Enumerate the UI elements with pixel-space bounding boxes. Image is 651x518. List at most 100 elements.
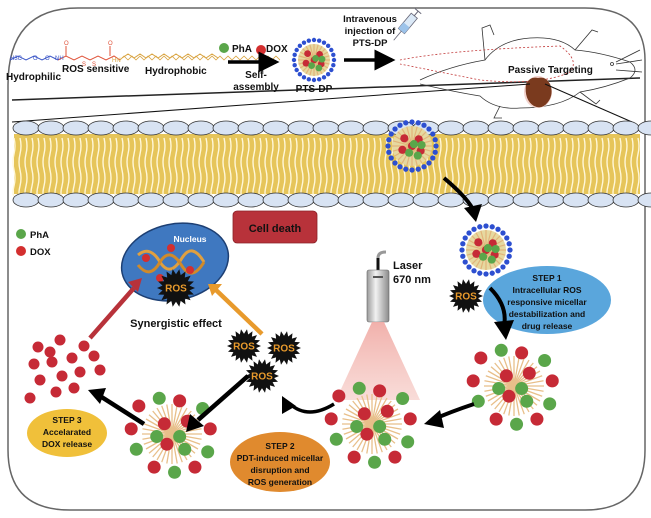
peg-shell-bead (311, 77, 317, 83)
lipid-tail (300, 137, 304, 197)
peg-shell-bead (311, 37, 317, 43)
dox-particle (324, 412, 338, 426)
lipid-tail (306, 137, 310, 197)
pha-particle (152, 391, 166, 405)
peg-shell-bead (471, 268, 477, 274)
lipid-tail (246, 137, 250, 197)
lipid-head-top (512, 120, 540, 136)
step-1-title: STEP 1 (532, 273, 561, 283)
pha-particle (329, 432, 343, 446)
pha-particle (178, 442, 192, 456)
lipid-head-top (637, 120, 651, 136)
ros-star-shape (449, 279, 483, 313)
ros-sensitive-label: ROS sensitive (62, 64, 130, 75)
lipid-head-bottom (12, 192, 40, 208)
ros-star-icon: ROS (227, 329, 261, 363)
micelle-chain (371, 423, 378, 454)
lipid-head-top (112, 120, 140, 136)
pha-particle (515, 382, 529, 396)
lipid-tail (336, 137, 340, 197)
lipid-tail (180, 137, 184, 197)
peg-shell-bead (462, 235, 468, 241)
peg-shell-bead (415, 120, 421, 126)
peg-shell-bead (460, 241, 466, 247)
lipid-head-bottom (312, 192, 340, 208)
dox-particle (147, 460, 161, 474)
step-1-line-3: destabilization and (509, 309, 586, 319)
step-3-badge (27, 409, 107, 457)
nh-label: NH (55, 56, 64, 62)
peg-shell-bead (466, 264, 472, 270)
lipid-tail (120, 137, 124, 197)
pha-particle (479, 252, 488, 261)
pha-particle (520, 394, 534, 408)
micelle-chain (343, 413, 373, 425)
peg-shell-bead (506, 241, 512, 247)
pha-particle (401, 435, 415, 449)
peg-shell-bead (489, 224, 495, 230)
ros-label: ROS (165, 284, 187, 295)
lipid-tail (462, 137, 466, 197)
dox-particle (466, 374, 480, 388)
lipid-head-bottom (337, 192, 365, 208)
lipid-head-top (262, 120, 290, 136)
lipid-head-top (37, 120, 65, 136)
peg-shell-bead (462, 259, 468, 265)
lipid-tail (30, 137, 34, 197)
lipid-tail (12, 137, 16, 197)
dox-particle (474, 351, 488, 365)
micelle-chain (143, 423, 173, 435)
lipid-tail (354, 137, 358, 197)
dox-particle (545, 374, 559, 388)
lipid-tail (564, 137, 568, 197)
lipid-tail (234, 137, 238, 197)
synergistic-effect-label: Synergistic effect (130, 318, 222, 330)
pha-particle (543, 397, 557, 411)
nucleus-label: Nucleus (173, 234, 206, 244)
s-label-1: S (82, 62, 86, 68)
dox-particle (530, 412, 544, 426)
lipid-tail (126, 137, 130, 197)
dox-top-label: DOX (266, 44, 288, 55)
step-3-line-1: Accelarated (43, 427, 91, 437)
lipid-tail (342, 137, 346, 197)
peg-shell-bead (504, 259, 510, 265)
micelle-chain (171, 404, 178, 435)
ros-to-micelle-arrow (196, 374, 250, 422)
zoom-line-left (11, 83, 531, 123)
peg-shell-bead (471, 226, 477, 232)
lipid-tail (222, 137, 226, 197)
peg-shell-bead (325, 43, 331, 49)
lipid-tail (60, 137, 64, 197)
micelle-chain (371, 395, 383, 425)
ros-label: ROS (455, 292, 477, 303)
peg-shell-bead (297, 43, 303, 49)
peg-shell-bead (386, 137, 392, 143)
dox-particle (157, 417, 171, 431)
dox-particle (380, 404, 394, 418)
disrupted-micelle-step1 (466, 343, 559, 431)
lipid-tail (18, 137, 22, 197)
disrupted-micelle-step3 (124, 391, 217, 479)
lipid-head-bottom (262, 192, 290, 208)
micelle-intracellular (459, 223, 513, 277)
laser-wavelength-label: 670 nm (393, 274, 431, 286)
micelle-chain (513, 356, 520, 387)
lipid-tail (582, 137, 586, 197)
lipid-tail (264, 137, 268, 197)
pha-particle (168, 465, 182, 479)
h3c-label: H3C (10, 56, 23, 62)
peg-shell-bead (495, 226, 501, 232)
lipid-tail (102, 137, 106, 197)
hydrophobic-label: Hydrophobic (145, 66, 207, 77)
lipid-tail (480, 137, 484, 197)
lipid-tail (294, 137, 298, 197)
lipid-tail (546, 137, 550, 197)
dox-particle (173, 394, 187, 408)
micelle-chain (366, 394, 373, 425)
dox-particle (304, 50, 311, 57)
lipid-head-bottom (87, 192, 115, 208)
peg-shell-bead (421, 122, 427, 128)
lipid-tail (252, 137, 256, 197)
